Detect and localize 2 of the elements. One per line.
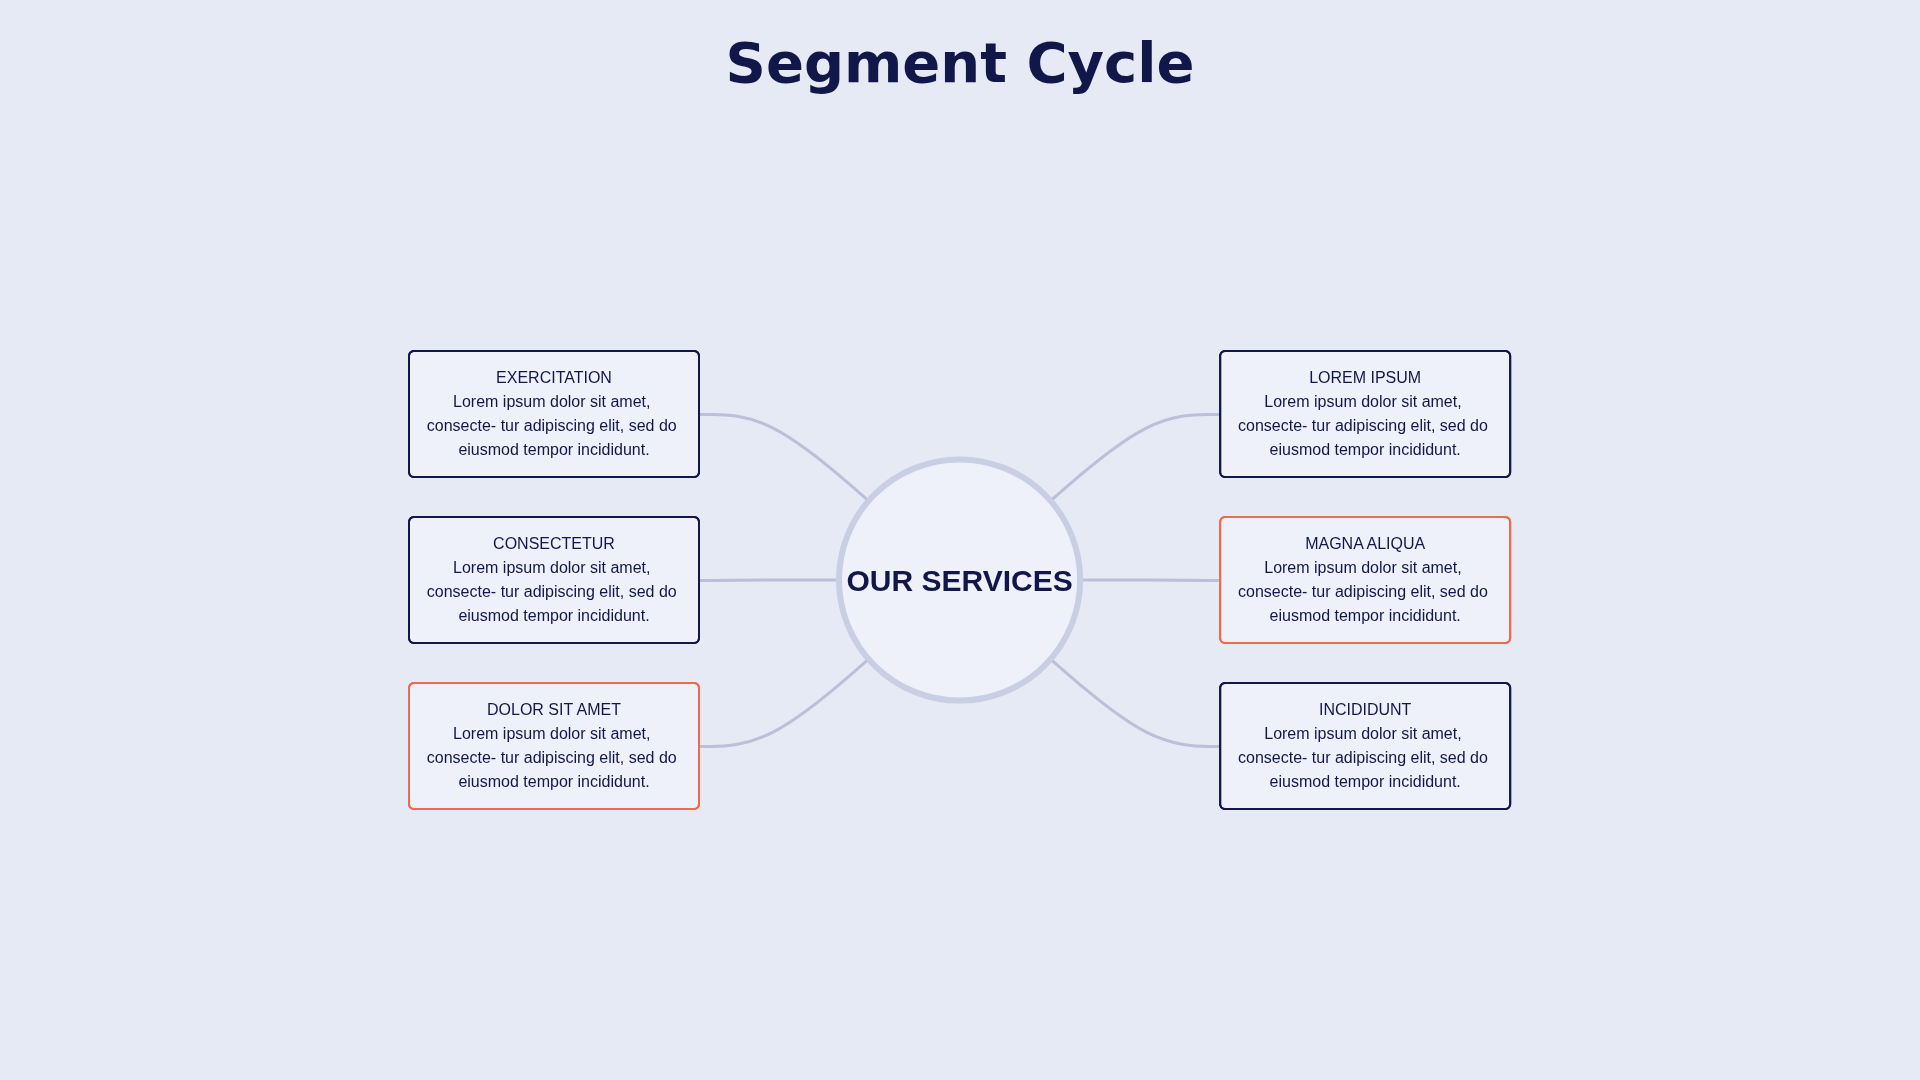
node-circle: OUR SERVICES (836, 456, 1084, 704)
diagram-title: Segment Cycle (724, 30, 1196, 95)
